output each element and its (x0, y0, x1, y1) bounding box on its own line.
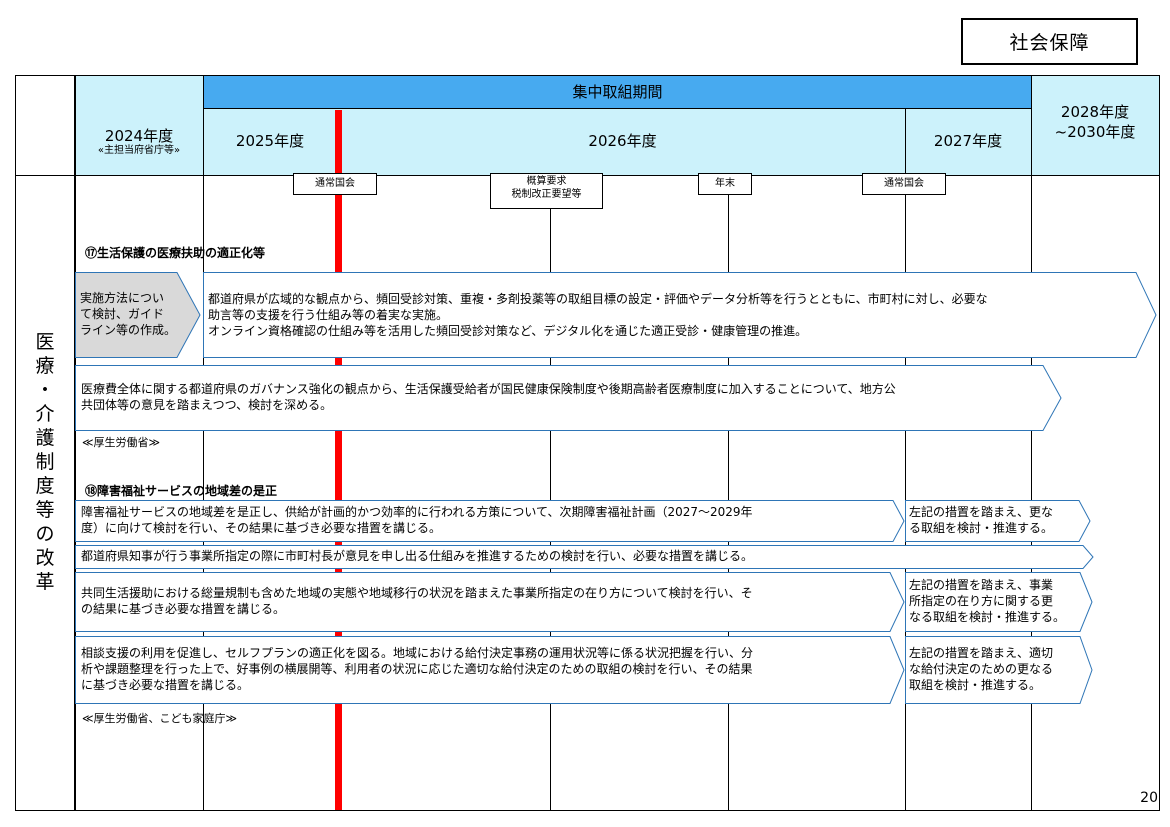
section-18-arrow-3: 共同生活援助における総量規制も含めた地域の実態や地域移行の状況を踏まえた事業所指… (75, 572, 905, 632)
row-label-char: 等 (35, 499, 55, 521)
row-label-char: 介 (35, 403, 55, 425)
s18-a1-line: 障害福祉サービスの地域差を是正し、供給が計画的かつ効率的に行われる方策について、… (81, 505, 753, 519)
s18-a4-line: 相談支援の利用を促進し、セルフプランの適正化を図る。地域における給付決定事務の運… (81, 646, 754, 660)
row-label-char: の (35, 523, 55, 545)
row-label: 医 療 ・ 介 護 制 度 等 の 改 革 (15, 330, 75, 594)
year-2027: 2027年度 (933, 131, 1003, 150)
row-label-char: 度 (35, 475, 55, 497)
table-top-border (15, 75, 1159, 76)
section-17-ministry: ≪厚生労働省≫ (82, 436, 161, 449)
section-17-title: ⑰生活保護の医療扶助の適正化等 (85, 246, 266, 260)
section-17-arrow-1: 都道府県が広域的な観点から、頻回受診対策、重複・多剤投薬等の取組目標の設定・評価… (203, 272, 1158, 358)
grid-col-7 (1031, 75, 1032, 811)
header-bg-right (1031, 75, 1159, 175)
grid-col-2 (203, 75, 204, 811)
s18-a4r-line: 取組を検討・推進する。 (909, 678, 1042, 692)
milestone-budget-line2: 税制改正要望等 (511, 189, 582, 200)
section-18-arrow-2: 都道府県知事が行う事業所指定の際に市町村長が意見を申し出る仕組みを推進するための… (75, 545, 1095, 569)
section-18-arrow-3-next: 左記の措置を踏まえ、事業 所指定の在り方に関する更 なる取組を検討・推進する。 (905, 572, 1093, 632)
grid-left-border (15, 75, 16, 811)
milestone-diet-2: 通常国会 (862, 173, 946, 195)
arrow-1-line: 都道府県が広域的な観点から、頻回受診対策、重複・多剤投薬等の取組目標の設定・評価… (208, 292, 988, 306)
year-2025: 2025年度 (235, 131, 305, 150)
s18-a3r-line: 左記の措置を踏まえ、事業 (909, 578, 1054, 592)
header-bg-left (75, 75, 203, 175)
section-17-arrow-2: 医療費全体に関する都道府県のガバナンス強化の観点から、生活保護受給者が国民健康保… (75, 365, 1063, 431)
s18-a4-line: に基づき必要な措置を講じる。 (81, 678, 250, 692)
s18-a4r-line: な給付決定のための更なる (909, 662, 1054, 676)
s18-a1r-line: 左記の措置を踏まえ、更な (909, 505, 1054, 519)
section-18-arrow-4-next: 左記の措置を踏まえ、適切 な給付決定のための更なる 取組を検討・推進する。 (905, 636, 1093, 704)
year-2026: 2026年度 (588, 131, 657, 150)
section-18-title: ⑱障害福祉サービスの地域差の是正 (85, 484, 278, 498)
year-2024-label: 2024年度 (104, 127, 174, 145)
milestone-budget-line1: 概算要求 (526, 176, 567, 187)
arrow-2-line: 医療費全体に関する都道府県のガバナンス強化の観点から、生活保護受給者が国民健康保… (81, 382, 896, 396)
section-18-ministry: ≪厚生労働省、こども家庭庁≫ (82, 712, 238, 725)
category-tag: 社会保障 (961, 18, 1138, 65)
arrow-2-line: 共団体等の意見を踏まえつつ、検討を深める。 (81, 398, 333, 412)
year-2024: 2024年度 «主担当府省庁等» (75, 128, 203, 157)
row-label-char: 護 (35, 427, 55, 449)
s18-a3-line: 共同生活援助における総量規制も含めた地域の実態や地域移行の状況を踏まえた事業所指… (81, 586, 753, 600)
year-2024-sub: «主担当府省庁等» (97, 145, 181, 156)
year-2028-line2: ~2030年度 (1054, 123, 1136, 141)
gray-box-line: て検討、ガイド (80, 307, 165, 321)
row-label-char: 医 (35, 331, 55, 353)
s18-a1-line: 度）に向けて検討を行い、その結果に基づき必要な措置を講じる。 (81, 521, 442, 535)
year-2028-line1: 2028年度 (1060, 103, 1130, 121)
period-label: 集中取組期間 (203, 75, 1032, 108)
page-number: 20 (1140, 790, 1158, 806)
section-18-arrow-1: 障害福祉サービスの地域差を是正し、供給が計画的かつ効率的に行われる方策について、… (75, 500, 905, 542)
s18-a4r-line: 左記の措置を踏まえ、適切 (909, 646, 1054, 660)
arrow-1-line: オンライン資格確認の仕組み等を活用した頻回受診対策など、デジタル化を通じた適正受… (208, 324, 808, 338)
period-divider (203, 108, 1032, 109)
gray-box-line: 実施方法につい (80, 291, 165, 305)
arrow-1-line: 助言等の支援を行う仕組み等の着実な実施。 (208, 308, 449, 322)
row-label-char: 療 (35, 355, 55, 377)
grid-col-1 (74, 75, 76, 811)
row-label-char: 制 (35, 451, 55, 473)
s18-a3r-line: なる取組を検討・推進する。 (909, 610, 1066, 624)
milestone-year-end: 年末 (698, 173, 752, 195)
section-18-arrow-4: 相談支援の利用を促進し、セルフプランの適正化を図る。地域における給付決定事務の運… (75, 636, 905, 704)
current-time-line (335, 110, 342, 810)
row-label-char: 改 (35, 547, 55, 569)
s18-a3-line: の結果に基づき必要な措置を講じる。 (81, 602, 286, 616)
s18-a3r-line: 所指定の在り方に関する更 (909, 594, 1054, 608)
table-bottom-border (15, 810, 1159, 811)
section-18-arrow-1-next: 左記の措置を踏まえ、更な る取組を検討・推進する。 (905, 500, 1091, 542)
section-17-gray-box: 実施方法につい て検討、ガイド ライン等の作成。 (75, 272, 201, 358)
grid-col-6 (905, 108, 906, 811)
grid-right-border (1159, 75, 1160, 811)
grid-col-5 (728, 175, 729, 811)
row-label-char: ・ (35, 379, 55, 401)
year-2028: 2028年度 ~2030年度 (1031, 100, 1159, 144)
row-label-char: 革 (35, 571, 55, 593)
grid-col-4 (550, 175, 551, 811)
s18-a2-line: 都道府県知事が行う事業所指定の際に市町村長が意見を申し出る仕組みを推進するための… (81, 549, 754, 563)
milestone-budget-request: 概算要求 税制改正要望等 (490, 173, 603, 209)
s18-a1r-line: る取組を検討・推進する。 (909, 521, 1054, 535)
milestone-diet-1: 通常国会 (293, 173, 377, 195)
s18-a4-line: 析や課題整理を行った上で、好事例の横展開等、利用者の状況に応じた適切な給付決定の… (81, 662, 753, 676)
gray-box-line: ライン等の作成。 (80, 323, 177, 337)
